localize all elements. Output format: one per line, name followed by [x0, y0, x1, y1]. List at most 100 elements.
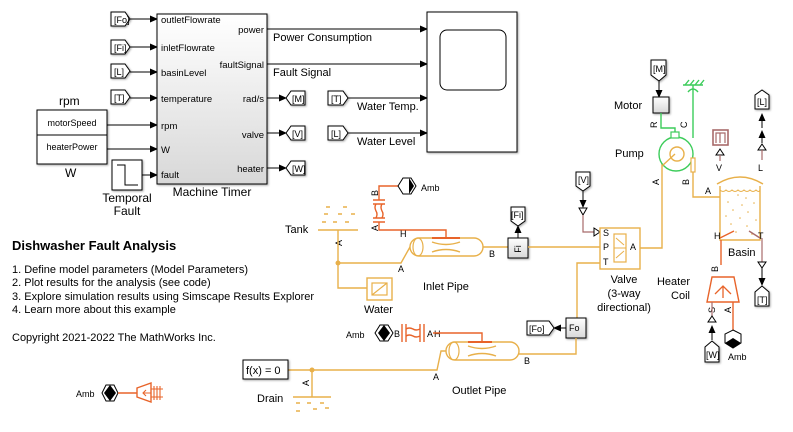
basin-label: Basin — [728, 247, 756, 259]
temporal-fault-block[interactable] — [111, 159, 143, 191]
svg-text:H: H — [714, 231, 721, 241]
amb-source-outlet[interactable] — [374, 324, 394, 342]
pump-block[interactable] — [658, 131, 694, 172]
from-tag-fi[interactable]: [Fi] — [110, 39, 131, 55]
solver-configuration-block[interactable]: f(x) = 0 — [242, 359, 289, 380]
mech-line — [660, 113, 676, 133]
svg-text:B: B — [394, 329, 400, 339]
goto-tag-t[interactable]: [T] — [754, 285, 770, 307]
from-tag-t[interactable]: [T] — [110, 89, 131, 105]
from-tag-l-scope[interactable]: [L] — [327, 125, 349, 141]
fo-flow-sensor[interactable]: Fo — [565, 317, 587, 339]
from-tag-l[interactable]: [L] — [110, 63, 131, 79]
amb-source-heater[interactable] — [724, 329, 742, 349]
amb-source-inlet[interactable] — [397, 177, 417, 195]
convective-heat-transfer-block[interactable] — [136, 382, 163, 403]
machine-timer-label: Machine Timer — [173, 185, 252, 199]
svg-text:S: S — [603, 228, 609, 238]
svg-text:A: A — [630, 242, 636, 252]
valve-block[interactable]: S P T A — [599, 227, 641, 270]
pump-label: Pump — [615, 148, 644, 160]
from-tag-w[interactable]: [W] — [704, 340, 720, 363]
thermal-line — [378, 222, 447, 237]
svg-text:A: A — [427, 329, 433, 339]
from-tag-v-valve[interactable]: [V] — [575, 171, 591, 192]
outlet-pipe-block[interactable] — [445, 341, 520, 361]
tank-block[interactable] — [318, 206, 358, 231]
outlet-pipe-label: Outlet Pipe — [452, 385, 506, 397]
goto-tag-l[interactable]: [L] — [754, 89, 770, 110]
svg-text:[L]: [L] — [757, 97, 767, 107]
heater-label-1: Heater — [657, 276, 690, 288]
svg-text:A: A — [651, 179, 661, 185]
ps-to-simulink-v[interactable] — [712, 129, 729, 146]
svg-text:W: W — [161, 145, 170, 156]
goto-tag-v[interactable]: [V] — [285, 125, 306, 141]
drain-block[interactable] — [293, 396, 331, 412]
svg-text:[T]: [T] — [114, 93, 125, 103]
goto-tag-w[interactable]: [W] — [285, 160, 306, 176]
basin-block[interactable] — [716, 176, 764, 241]
scope-block[interactable] — [426, 11, 518, 153]
motor-block[interactable] — [652, 96, 670, 114]
svg-text:T: T — [603, 257, 609, 267]
from-tag-t-scope[interactable]: [T] — [327, 90, 349, 106]
svg-text:H: H — [400, 229, 407, 239]
model-title: Dishwasher Fault Analysis — [12, 238, 176, 253]
water-line — [337, 263, 367, 289]
motor-heater-subsystem[interactable]: motorSpeed heaterPower — [36, 109, 108, 165]
svg-text:faultSignal: faultSignal — [220, 60, 264, 71]
machine-timer-block[interactable]: outletFlowrate inletFlowrate basinLevel … — [156, 13, 268, 185]
goto-tag-fi[interactable]: [Fi] — [510, 206, 526, 227]
inlet-thermal-resistance[interactable] — [373, 199, 385, 223]
svg-text:T: T — [758, 231, 764, 241]
svg-text:[V]: [V] — [578, 175, 589, 185]
svg-text:[V]: [V] — [292, 129, 303, 139]
valve-to-fo-line — [566, 262, 600, 324]
svg-text:fault: fault — [161, 170, 179, 181]
svg-text:outletFlowrate: outletFlowrate — [161, 15, 221, 26]
valve-label-2: (3-way — [607, 288, 641, 300]
amb-source-isolated[interactable] — [101, 384, 119, 402]
svg-text:H: H — [434, 329, 441, 339]
from-tag-fo[interactable]: [Fo] — [110, 11, 131, 27]
svg-text:B: B — [524, 356, 530, 366]
from-tag-m-motor[interactable]: [M] — [650, 59, 667, 82]
svg-text:[L]: [L] — [114, 67, 124, 77]
water-label: Water — [364, 304, 393, 316]
goto-tag-fo[interactable]: [Fo] — [526, 320, 555, 336]
copyright: Copyright 2021-2022 The MathWorks Inc. — [12, 332, 216, 344]
scope-screen — [439, 29, 507, 91]
goto-tag-m[interactable]: [M] — [285, 90, 306, 106]
tank-label: Tank — [285, 224, 309, 236]
instruction-1[interactable]: 1. Define model parameters (Model Parame… — [12, 264, 248, 276]
svg-text:L: L — [758, 163, 763, 173]
svg-text:basinLevel: basinLevel — [161, 68, 206, 79]
instruction-2[interactable]: 2. Plot results for the analysis (see co… — [12, 277, 211, 289]
outlet-thermal-resistance[interactable] — [401, 324, 425, 342]
svg-text:A: A — [398, 264, 404, 274]
rpm-label: rpm — [59, 94, 80, 108]
heater-label-2: Coil — [671, 290, 690, 302]
motor-speed-row: motorSpeed — [47, 118, 96, 128]
temporal-fault-label-2: Fault — [114, 204, 141, 218]
svg-text:A: A — [433, 372, 439, 382]
instruction-3[interactable]: 3. Explore simulation results using Sims… — [12, 291, 314, 303]
svg-text:B: B — [681, 179, 691, 185]
valve-label-3: directional) — [597, 302, 651, 314]
inlet-pipe-block[interactable] — [409, 237, 484, 257]
heater-coil-block[interactable] — [706, 276, 740, 303]
fi-flow-sensor[interactable]: Fi — [507, 237, 529, 259]
valve-label-1: Valve — [611, 274, 638, 286]
water-properties-block[interactable] — [366, 277, 393, 301]
svg-text:[L]: [L] — [331, 129, 341, 139]
svg-text:[W]: [W] — [706, 350, 720, 360]
svg-text:B: B — [710, 266, 720, 272]
w-label: W — [65, 166, 77, 180]
svg-text:[T]: [T] — [331, 94, 342, 104]
power-consumption-label: Power Consumption — [273, 32, 372, 44]
svg-text:[Fi]: [Fi] — [114, 43, 127, 53]
svg-text:A: A — [370, 225, 380, 231]
thermal-line — [378, 185, 398, 200]
instruction-4[interactable]: 4. Learn more about this example — [12, 304, 176, 316]
